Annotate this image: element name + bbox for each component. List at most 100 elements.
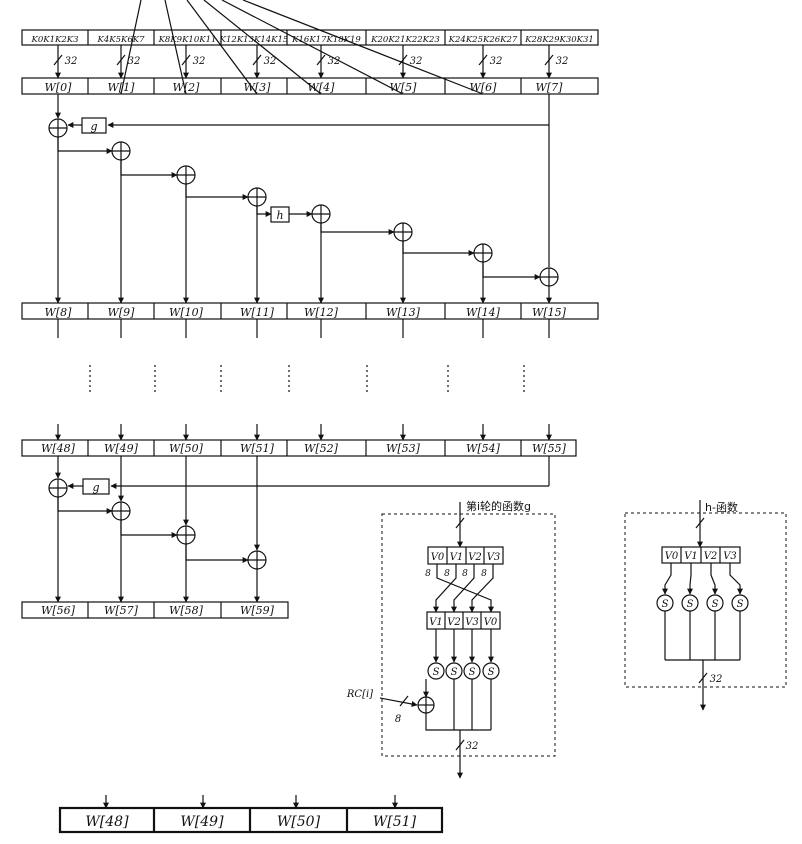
h-box-label: h [276, 209, 283, 222]
key-row [21, 29, 599, 46]
g-box-label: g [90, 120, 97, 133]
key-label: K20K21K22K23 [370, 35, 440, 45]
word-label: W[10] [169, 306, 204, 319]
rc-wire [379, 697, 418, 707]
true [186, 0, 258, 95]
word-label: W[0] [45, 81, 73, 94]
bus-slash [544, 54, 554, 66]
combine-wire [425, 713, 491, 731]
bus-slash [695, 517, 705, 529]
s-box-label: S [662, 599, 669, 610]
cascade-wire [402, 241, 475, 256]
word-label: W[56] [41, 604, 76, 617]
w8-row [21, 302, 599, 320]
v-label: V3 [487, 552, 501, 563]
bus-slash [398, 54, 408, 66]
bus-slash [116, 54, 126, 66]
word-label: W[12] [304, 306, 339, 319]
key-label: K28K29K30K31 [524, 35, 594, 45]
cascade-wire [482, 262, 541, 280]
bus-width-label: 32 [193, 56, 206, 67]
word-label: W[4] [308, 81, 336, 94]
word-label: W[58] [169, 604, 204, 617]
word-label: W[49] [104, 442, 139, 455]
word-label: W[14] [466, 306, 501, 319]
word-label: W[50] [277, 814, 321, 830]
true [164, 0, 187, 95]
h-wire [687, 563, 693, 595]
cascade-wire [57, 497, 113, 514]
cascade-wire [185, 544, 249, 563]
bus-width-label: 32 [490, 56, 503, 67]
v-label: V0 [665, 551, 679, 562]
s-box [427, 662, 445, 680]
true [242, 0, 484, 95]
word-label: W[6] [470, 81, 498, 94]
h-function-box [624, 512, 787, 688]
word-label: W[51] [240, 442, 275, 455]
word-label: W[8] [45, 306, 73, 319]
word-label: W[13] [386, 306, 421, 319]
word-label: W[57] [104, 604, 139, 617]
key-label: K4K5K6K7 [96, 35, 145, 45]
bus-slash [316, 54, 326, 66]
v-label: V2 [468, 552, 482, 563]
v-label: V3 [723, 551, 737, 562]
cascade-wire [185, 184, 249, 200]
word-label: W[54] [466, 442, 501, 455]
bus-width-label: 32 [128, 56, 141, 67]
rotate-wire [451, 564, 475, 613]
key-label: K0K1K2K3 [30, 35, 78, 45]
w48-row [21, 439, 577, 457]
word-label: W[5] [390, 81, 418, 94]
s-box-label: S [488, 667, 495, 678]
s-box-label: S [687, 599, 694, 610]
bus-width-label: 32 [328, 56, 341, 67]
bus-width-label: 32 [710, 674, 723, 685]
true [120, 0, 142, 95]
h-wire [662, 563, 672, 595]
word-label: W[2] [173, 81, 201, 94]
bus-slash [181, 54, 191, 66]
h-wire [710, 563, 718, 595]
word-label: W[48] [85, 814, 129, 830]
key-label: K24K25K26K27 [448, 35, 518, 45]
s-box-label: S [712, 599, 719, 610]
byte-width-label: 8 [462, 569, 468, 579]
word-label: W[15] [532, 306, 567, 319]
bus-slash [478, 54, 488, 66]
word-label: W[7] [536, 81, 564, 94]
bus-width-label: 32 [556, 56, 569, 67]
word-label: W[9] [108, 306, 136, 319]
bus-slash [455, 517, 465, 529]
v-label: V1 [450, 552, 464, 563]
s-box-label: S [737, 599, 744, 610]
v-label: V1 [429, 617, 443, 628]
bus-width-label: 32 [264, 56, 277, 67]
v-label: V0 [484, 617, 498, 628]
v-label: V2 [704, 551, 718, 562]
cascade-wire [256, 206, 272, 217]
bus-width-label: 32 [410, 56, 423, 67]
h-wire [729, 563, 743, 595]
bus-slash [53, 54, 63, 66]
word-label: W[1] [108, 81, 136, 94]
key-label: K16K17K18K19 [291, 35, 361, 45]
bus-slash [698, 672, 708, 684]
rotate-wire [469, 564, 494, 613]
cascade-wire [120, 520, 178, 538]
key-label: K8K9K10K11 [158, 35, 217, 45]
g-function-title: 第i轮的函数g [466, 499, 531, 513]
bus-slash [252, 54, 262, 66]
v-label: V3 [465, 617, 479, 628]
bus-width-label: 32 [65, 56, 78, 67]
bus-slash [399, 695, 409, 707]
word-label: W[53] [386, 442, 421, 455]
true [203, 0, 322, 95]
cascade-wire [57, 137, 113, 154]
word-label: W[11] [240, 306, 275, 319]
v-label: V0 [431, 552, 445, 563]
word-label: W[51] [373, 814, 417, 830]
